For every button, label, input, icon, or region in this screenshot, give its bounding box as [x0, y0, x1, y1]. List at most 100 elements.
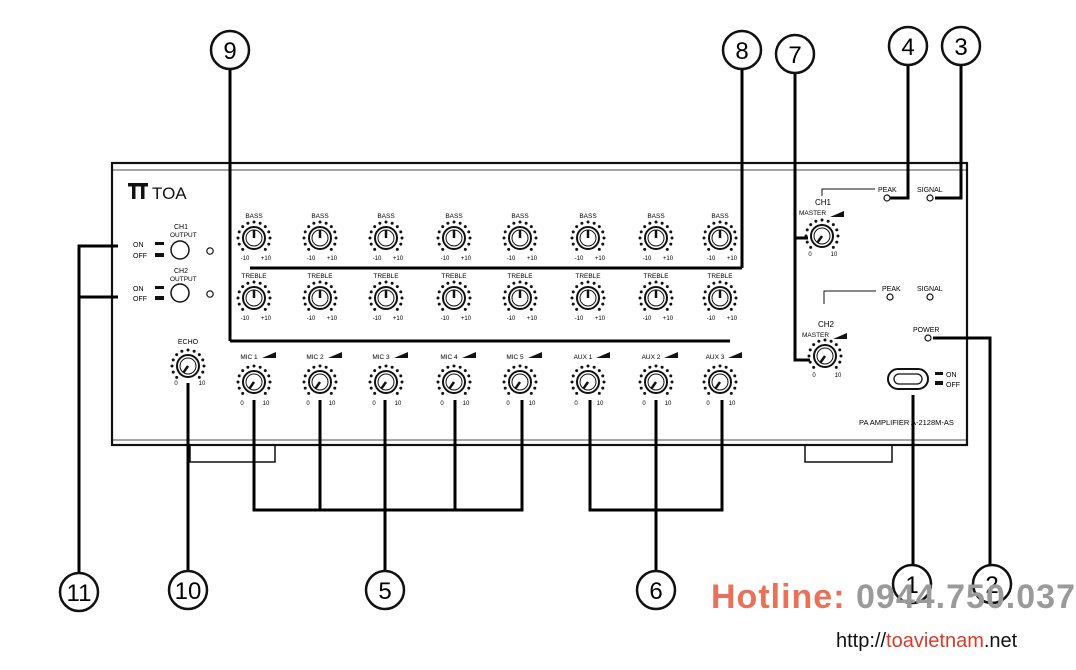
- input-level-knob-5[interactable]: [502, 364, 538, 395]
- ch1-switch-label-1: CH1: [174, 224, 188, 231]
- callout-number-5: 5: [378, 578, 391, 605]
- ch1-master-knob[interactable]: [804, 218, 840, 249]
- input-level-knob-2[interactable]: [302, 364, 338, 395]
- callout-lines: [77, 64, 992, 575]
- callout-number-9: 9: [223, 38, 236, 65]
- bass-min-7: -10: [643, 256, 652, 262]
- model-label: PA AMPLIFIER A-2128M-AS: [859, 418, 954, 427]
- url-domain: toavietnam: [886, 630, 984, 652]
- treble-knob-1[interactable]: [236, 280, 272, 311]
- input-level-knob-6[interactable]: [570, 364, 606, 395]
- callout-7: 7: [774, 33, 816, 75]
- ch1-peak-led: [883, 194, 891, 202]
- ch1-master-max: 10: [831, 252, 838, 258]
- treble-knob-2[interactable]: [302, 280, 338, 311]
- bass-min-1: -10: [241, 256, 250, 262]
- website-url[interactable]: http://toavietnam.net: [836, 630, 1017, 653]
- ch1-signal-label: SIGNAL: [917, 187, 943, 194]
- input-level-knob-4[interactable]: [436, 364, 472, 395]
- treble-knob-3[interactable]: [368, 280, 404, 311]
- input-min-6: 0: [574, 401, 578, 407]
- input-min-4: 0: [440, 401, 444, 407]
- callout-number-2: 2: [985, 572, 998, 599]
- input-max-4: 10: [463, 401, 470, 407]
- input-max-2: 10: [329, 401, 336, 407]
- input-label-8: AUX 3: [706, 354, 725, 361]
- ch2-master-min: 0: [812, 373, 816, 379]
- input-min-8: 0: [706, 401, 710, 407]
- treble-label-7: TREBLE: [643, 273, 669, 280]
- bass-max-1: +10: [261, 256, 272, 262]
- input-level-knob-3[interactable]: [368, 364, 404, 395]
- bass-max-5: +10: [527, 256, 538, 262]
- ch2-master-title: CH2: [818, 320, 835, 329]
- callout-number-6: 6: [649, 578, 662, 605]
- master-section: CH1 MASTER PEAK SIGNAL PEAK SIGNAL CH2 M…: [799, 187, 960, 427]
- echo-min: 0: [174, 381, 178, 387]
- treble-min-5: -10: [507, 316, 516, 322]
- treble-label-4: TREBLE: [441, 273, 467, 280]
- input-min-1: 0: [240, 401, 244, 407]
- treble-max-3: +10: [393, 316, 404, 322]
- bass-knob-7[interactable]: [638, 220, 674, 251]
- bass-knob-4[interactable]: [436, 220, 472, 251]
- treble-max-5: +10: [527, 316, 538, 322]
- treble-knob-8[interactable]: [702, 280, 738, 311]
- hotline-number: 0944.750.037: [856, 578, 1076, 616]
- toa-logo: TOA: [128, 183, 187, 203]
- bass-min-6: -10: [575, 256, 584, 262]
- power-label: POWER: [913, 327, 939, 334]
- brand-name: TOA: [152, 184, 187, 203]
- input-level-knob-7[interactable]: [638, 364, 674, 395]
- callout-2: 2: [971, 563, 1013, 605]
- input-level-knob-8[interactable]: [702, 364, 738, 395]
- input-max-3: 10: [395, 401, 402, 407]
- bass-min-4: -10: [441, 256, 450, 262]
- treble-knob-5[interactable]: [502, 280, 538, 311]
- treble-knob-4[interactable]: [436, 280, 472, 311]
- treble-label-5: TREBLE: [507, 273, 533, 280]
- treble-min-4: -10: [441, 316, 450, 322]
- ch2-master-knob[interactable]: [807, 338, 843, 369]
- echo-knob[interactable]: [170, 348, 206, 379]
- ch2-peak-led: [886, 293, 894, 301]
- power-led: [924, 334, 932, 342]
- treble-knob-6[interactable]: [570, 280, 606, 311]
- bass-knob-6[interactable]: [570, 220, 606, 251]
- treble-knob-7[interactable]: [638, 280, 674, 311]
- treble-label-1: TREBLE: [241, 273, 267, 280]
- power-off-label: OFF: [946, 382, 960, 389]
- input-level-knob-1[interactable]: [236, 364, 272, 395]
- ch1-output-indicator: [206, 247, 214, 255]
- bass-max-4: +10: [461, 256, 472, 262]
- bass-knob-3[interactable]: [368, 220, 404, 251]
- amplifier-chassis: [110, 161, 969, 463]
- input-min-2: 0: [306, 401, 310, 407]
- ch1-switch-label-2: OUTPUT: [170, 232, 197, 239]
- ch1-master-title: CH1: [815, 198, 832, 207]
- treble-max-2: +10: [327, 316, 338, 322]
- ch1-output-switch[interactable]: [170, 240, 190, 260]
- bass-max-2: +10: [327, 256, 338, 262]
- bass-knob-1[interactable]: [236, 220, 272, 251]
- treble-max-4: +10: [461, 316, 472, 322]
- input-label-6: AUX 1: [574, 354, 593, 361]
- ch2-signal-label: SIGNAL: [917, 286, 943, 293]
- ch2-switch-label-2: OUTPUT: [170, 276, 197, 283]
- input-max-7: 10: [665, 401, 672, 407]
- echo-label: ECHO: [178, 339, 199, 346]
- bass-label-4: BASS: [445, 213, 463, 220]
- treble-label-2: TREBLE: [307, 273, 333, 280]
- treble-min-2: -10: [307, 316, 316, 322]
- input-min-5: 0: [506, 401, 510, 407]
- callout-8: 8: [721, 29, 763, 71]
- bass-knob-2[interactable]: [302, 220, 338, 251]
- bass-knob-8[interactable]: [702, 220, 738, 251]
- ch2-master-max: 10: [835, 373, 842, 379]
- bass-label-2: BASS: [311, 213, 329, 220]
- bass-label-1: BASS: [245, 213, 263, 220]
- ch2-output-switch[interactable]: [170, 283, 190, 303]
- bass-knob-5[interactable]: [502, 220, 538, 251]
- callout-number-11: 11: [67, 580, 92, 607]
